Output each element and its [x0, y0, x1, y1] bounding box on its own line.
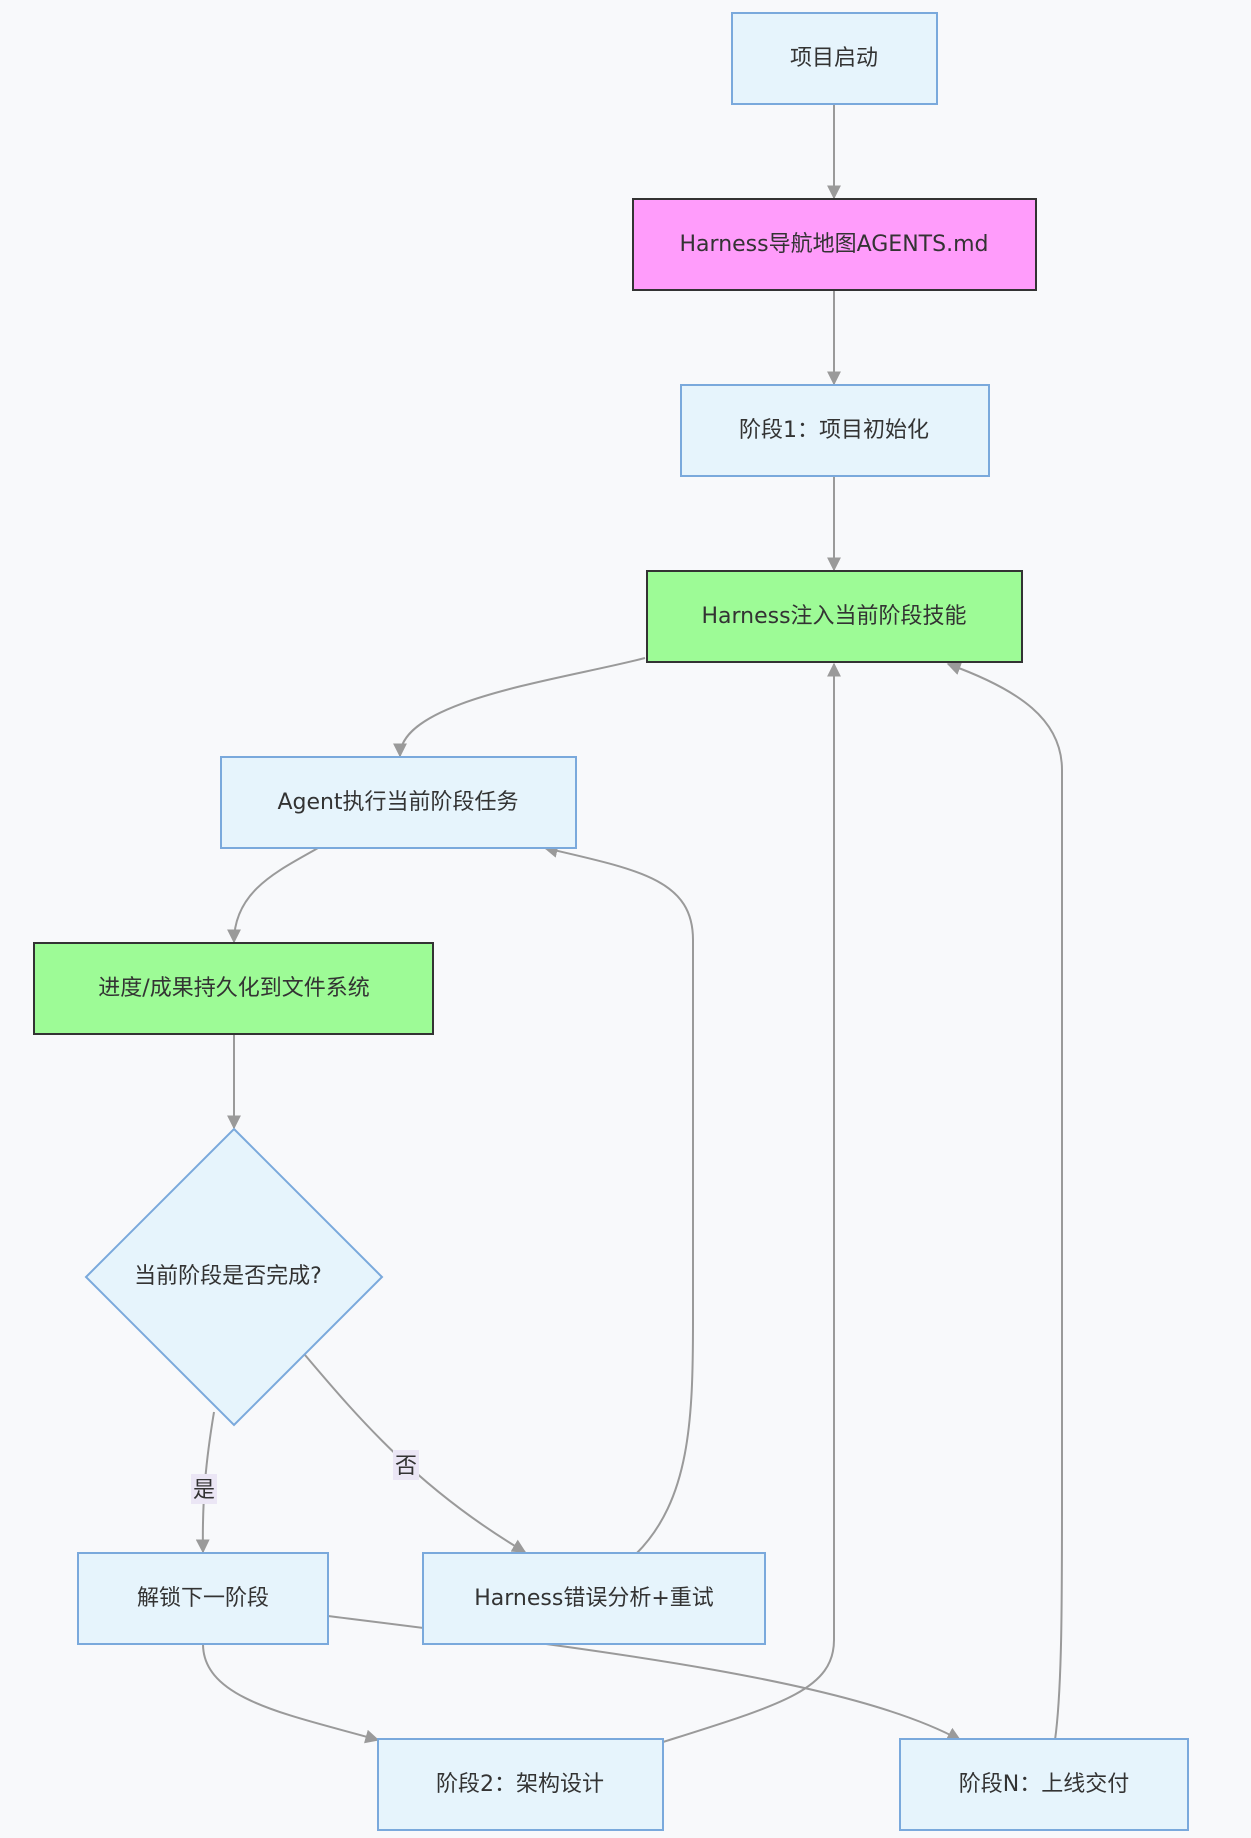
- node-stageN[interactable]: 阶段N：上线交付: [899, 1738, 1189, 1831]
- svg-text:否: 否: [395, 1454, 417, 1479]
- edges: [195, 104, 1063, 1744]
- svg-text:是: 是: [193, 1478, 215, 1503]
- node-stage2[interactable]: 阶段2：架构设计: [377, 1738, 664, 1831]
- node-start[interactable]: 项目启动: [731, 12, 938, 105]
- node-agent-exec[interactable]: Agent执行当前阶段任务: [220, 756, 577, 849]
- svg-text:解锁下一阶段: 解锁下一阶段: [137, 1586, 269, 1611]
- svg-text:阶段1：项目初始化: 阶段1：项目初始化: [739, 418, 929, 443]
- node-retry[interactable]: Harness错误分析+重试: [422, 1552, 766, 1645]
- node-decision[interactable]: 当前阶段是否完成?: [84, 1127, 384, 1427]
- edge-agent-to-persist: [227, 847, 319, 944]
- svg-text:进度/成果持久化到文件系统: 进度/成果持久化到文件系统: [98, 976, 369, 1001]
- svg-text:Harness注入当前阶段技能: Harness注入当前阶段技能: [701, 604, 966, 629]
- node-stage1[interactable]: 阶段1：项目初始化: [680, 384, 990, 477]
- node-nav-map[interactable]: Harness导航地图AGENTS.md: [632, 198, 1037, 291]
- svg-text:项目启动: 项目启动: [790, 46, 878, 71]
- edge-stageN-to-inject: [946, 661, 1063, 1741]
- svg-text:阶段N：上线交付: 阶段N：上线交付: [959, 1772, 1129, 1797]
- edge-label-yes: 是: [191, 1474, 217, 1504]
- node-persist[interactable]: 进度/成果持久化到文件系统: [33, 942, 434, 1035]
- node-inject[interactable]: Harness注入当前阶段技能: [646, 570, 1023, 663]
- node-unlock[interactable]: 解锁下一阶段: [77, 1552, 329, 1645]
- edge-inject-to-agent: [393, 657, 646, 758]
- svg-text:当前阶段是否完成?: 当前阶段是否完成?: [134, 1264, 322, 1289]
- svg-text:阶段2：架构设计: 阶段2：架构设计: [436, 1772, 604, 1797]
- svg-text:Harness错误分析+重试: Harness错误分析+重试: [474, 1586, 714, 1611]
- edge-retry-to-agent: [543, 844, 694, 1555]
- edge-unlock-to-stage2: [202, 1643, 380, 1744]
- edge-stage2-to-inject: [662, 662, 841, 1743]
- svg-text:Harness导航地图AGENTS.md: Harness导航地图AGENTS.md: [680, 232, 989, 257]
- edge-label-no: 否: [393, 1450, 419, 1480]
- svg-text:Agent执行当前阶段任务: Agent执行当前阶段任务: [277, 790, 518, 815]
